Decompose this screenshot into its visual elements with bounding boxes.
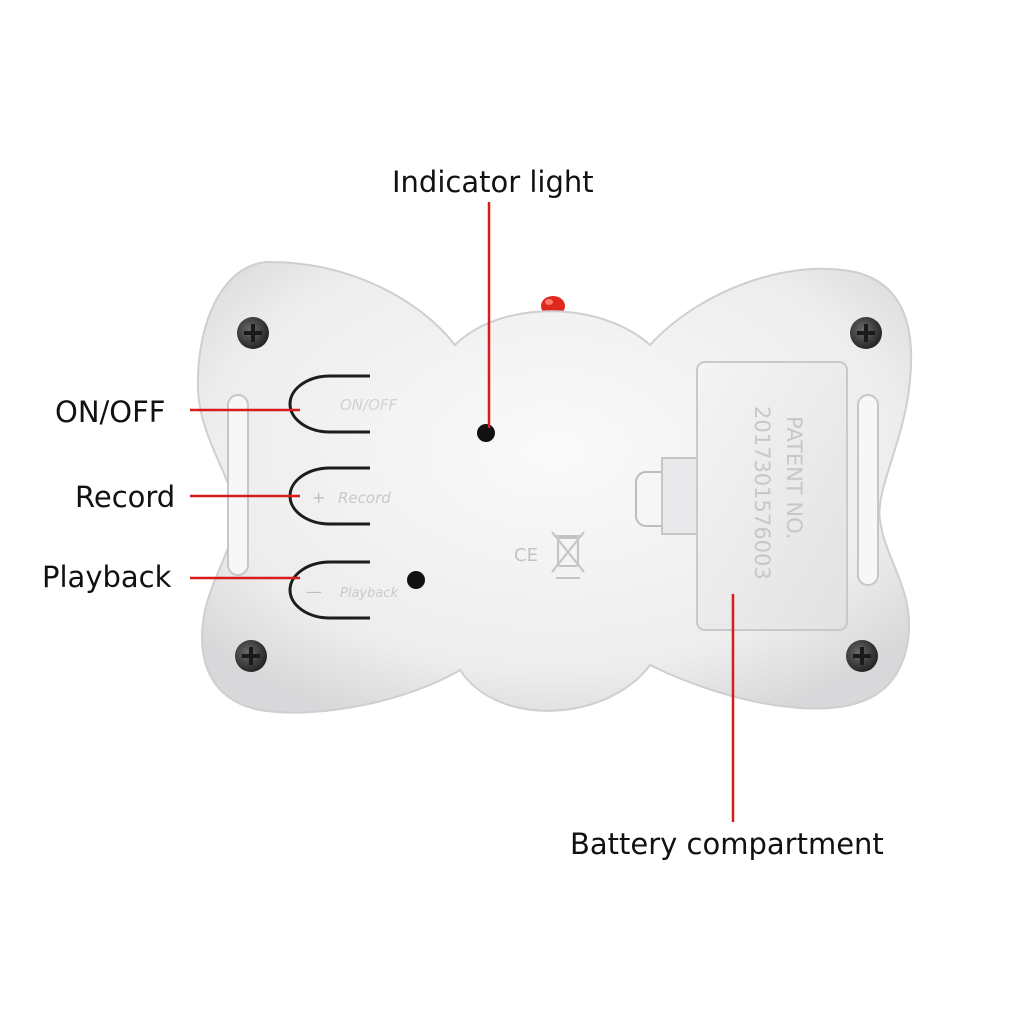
playback-button[interactable] [288,560,370,620]
screw-bottom-right-icon [846,640,878,672]
left-strap-slot [227,394,249,576]
ce-marking: CE [514,545,538,566]
callout-indicator-light: Indicator light [392,165,594,199]
on-off-button[interactable] [288,374,370,434]
screw-bottom-left-icon [235,640,267,672]
playback-marking: Playback [340,586,398,601]
speaker-hole [407,571,425,589]
battery-latch-slot [661,457,703,535]
screw-top-right-icon [850,317,882,349]
minus-marking: — [306,582,322,601]
record-marking: Record [338,489,391,507]
leader-lines [190,202,735,822]
callout-on-off: ON/OFF [55,395,166,429]
right-strap-slot [857,394,879,586]
battery-cover[interactable] [696,361,848,631]
patent-number: 2017301576003 [750,406,774,580]
screw-top-left-icon [237,317,269,349]
callout-playback: Playback [42,560,172,594]
patent-marking-group: PATENT NO. 2017301576003 [750,406,806,580]
patent-label: PATENT NO. [782,416,806,539]
callout-record: Record [75,480,176,514]
microphone-hole [477,424,495,442]
callout-battery-compartment: Battery compartment [570,827,884,861]
plus-marking: + [312,488,325,507]
weee-bin-icon [551,531,585,579]
on-off-marking: ON/OFF [340,396,398,414]
led-highlight [545,299,553,305]
